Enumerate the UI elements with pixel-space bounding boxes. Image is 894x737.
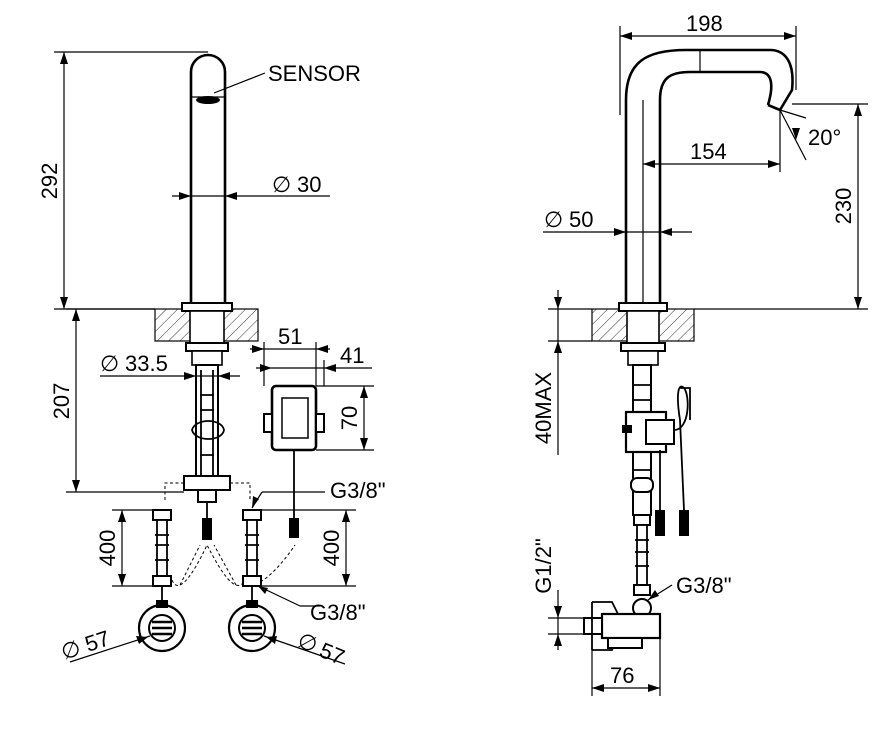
dim-angle: 20° <box>779 109 841 161</box>
label-dia-57-left: 57 <box>82 625 113 656</box>
front-hose-left <box>152 509 172 587</box>
side-valve <box>583 598 662 651</box>
label-dia-57-right: 57 <box>316 637 348 669</box>
dim-g38-top: G3/8" <box>251 478 386 509</box>
dim-41: 41 <box>256 343 372 386</box>
label-g38-bottom: G3/8" <box>310 600 366 625</box>
dim-sensor: SENSOR <box>213 61 361 94</box>
dim-dia-30: ∅ 30 <box>172 172 330 200</box>
label-dia-symbol-30: ∅ <box>272 172 291 197</box>
front-undersink <box>183 364 231 540</box>
label-76: 76 <box>610 663 634 688</box>
label-g38-top: G3/8" <box>330 478 386 503</box>
label-sensor: SENSOR <box>268 61 361 86</box>
label-angle: 20° <box>808 125 841 150</box>
front-deck <box>154 302 259 366</box>
dim-dia-57-right: ∅ 57 <box>263 627 348 670</box>
label-41: 41 <box>340 343 364 368</box>
label-198: 198 <box>686 11 723 36</box>
label-dia-33-5: 33.5 <box>125 351 168 376</box>
dim-400-left: 400 <box>95 509 153 587</box>
dim-70: 70 <box>316 385 374 451</box>
front-view: 292 207 SENSOR ∅ 30 ∅ 33.5 <box>37 51 386 670</box>
label-51: 51 <box>278 324 302 349</box>
label-207: 207 <box>49 383 74 420</box>
front-hose-right <box>242 509 262 587</box>
front-valve-left <box>137 586 187 653</box>
label-g12: G1/2" <box>531 538 556 594</box>
label-400-right: 400 <box>319 530 344 567</box>
label-g38-side: G3/8" <box>676 573 732 598</box>
dim-292: 292 <box>37 51 208 310</box>
side-undersink <box>622 364 691 596</box>
dim-76: 76 <box>591 638 661 696</box>
label-70: 70 <box>337 406 362 430</box>
label-dia-symbol-33-5: ∅ <box>100 351 119 376</box>
dim-g12: G1/2" <box>531 538 584 650</box>
dim-230: 230 <box>694 103 868 310</box>
dim-40max: 40MAX <box>531 290 592 455</box>
front-hose-dashed-left <box>164 482 184 500</box>
label-230: 230 <box>831 188 856 225</box>
label-400-left: 400 <box>95 530 120 567</box>
dim-dia-33-5: ∅ 33.5 <box>100 351 240 380</box>
dim-400-right: 400 <box>261 509 356 587</box>
label-dia-symbol-57-right: ∅ <box>294 627 321 657</box>
front-hose-dashed-loop <box>171 543 246 586</box>
front-hose-dashed-sensor <box>249 544 296 586</box>
side-deck <box>591 302 695 366</box>
label-dia-symbol-50: ∅ <box>544 207 563 232</box>
front-valve-right <box>227 586 277 653</box>
label-154: 154 <box>690 139 727 164</box>
dim-g38-side: G3/8" <box>647 573 732 601</box>
dim-dia-50: ∅ 50 <box>543 207 692 236</box>
label-dia-symbol-57-left: ∅ <box>58 635 84 665</box>
label-dia-50: 50 <box>569 207 593 232</box>
side-spout <box>624 48 794 303</box>
sensor-box <box>263 384 325 538</box>
front-hose-dashed-right <box>230 482 251 500</box>
dim-207: 207 <box>49 308 184 493</box>
dim-154: 154 <box>642 100 781 303</box>
label-dia-30: 30 <box>297 172 321 197</box>
dim-g38-bottom: G3/8" <box>257 585 366 625</box>
label-40max: 40MAX <box>531 372 556 444</box>
side-view: 198 154 20° 230 ∅ <box>531 11 868 696</box>
dim-198: 198 <box>619 11 797 115</box>
dim-51: 51 <box>250 324 330 386</box>
dim-dia-57-left: ∅ 57 <box>58 625 151 665</box>
front-spout <box>189 53 227 303</box>
label-292: 292 <box>37 163 62 200</box>
front-hose-dashed-cross <box>179 544 237 586</box>
